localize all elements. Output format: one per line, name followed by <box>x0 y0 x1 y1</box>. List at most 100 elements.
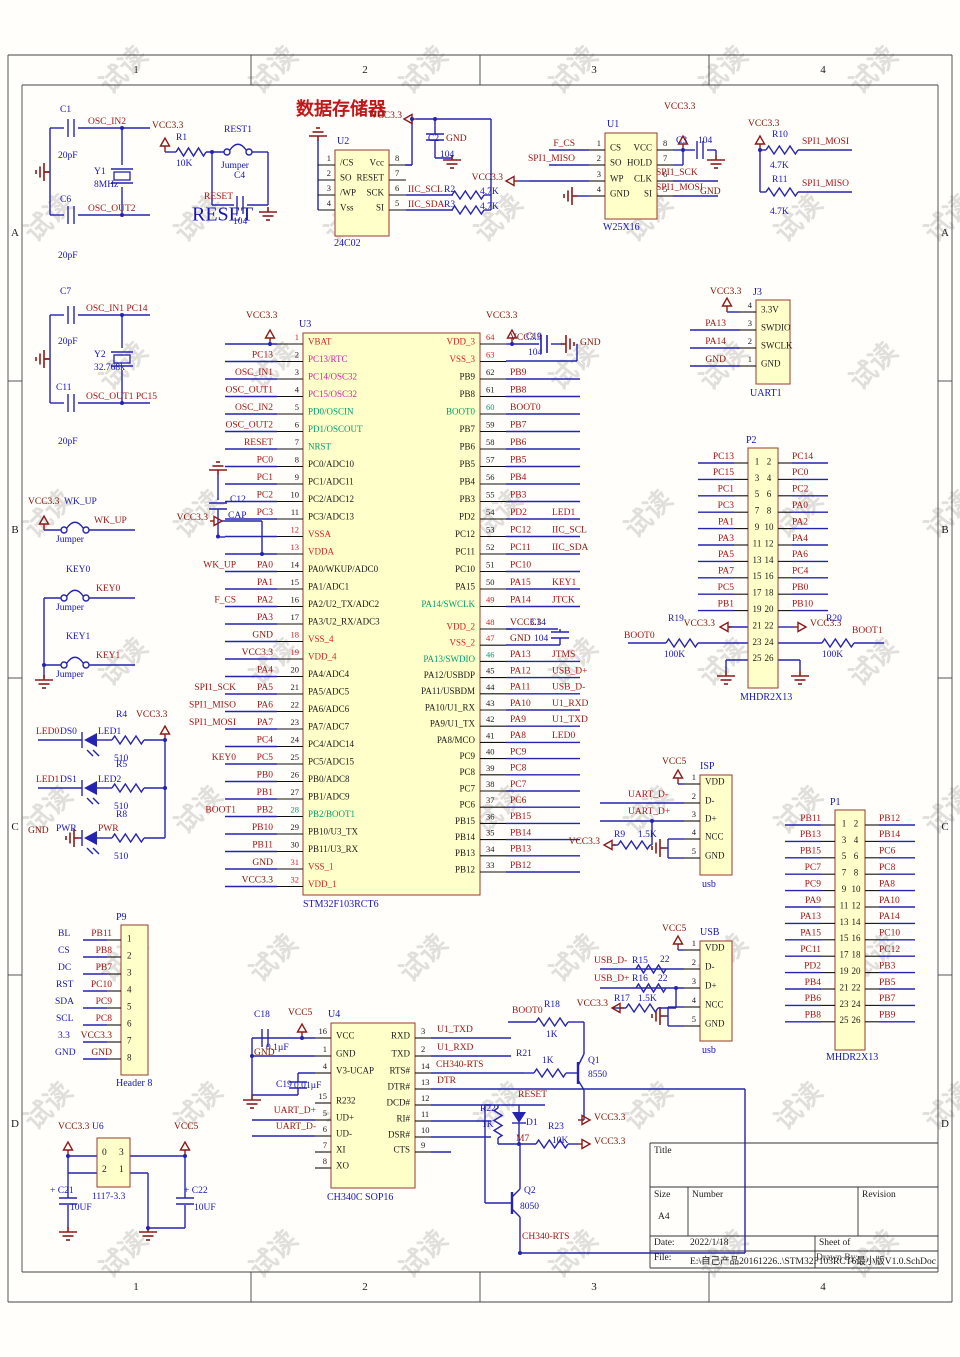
pin-name: PA10/U1_RX <box>425 702 476 712</box>
pin-number: 2 <box>692 791 696 801</box>
led-icon <box>84 831 97 845</box>
pin-name: R232 <box>336 1095 356 1105</box>
pin-number: 14 <box>852 917 862 927</box>
ic-p2-body <box>747 447 779 689</box>
ic-refdes: P9 <box>116 912 127 923</box>
pin-number: 9 <box>295 472 299 482</box>
net-label: USB_D+ <box>594 974 629 984</box>
designator-label: LED2 <box>98 775 121 785</box>
ic-u4-body <box>330 1022 416 1189</box>
pin-name: PD2 <box>459 511 475 521</box>
designator-label: C19 <box>276 1080 292 1090</box>
power-arrow-icon <box>179 1140 191 1151</box>
pin-number: 8 <box>127 1052 132 1062</box>
power-arrow-icon <box>754 134 766 145</box>
net-label: PC11 <box>510 543 531 553</box>
designator-label: 10UF <box>194 1203 216 1213</box>
pin-number: 1 <box>327 153 331 163</box>
pin-name: PB0/ADC8 <box>308 774 350 784</box>
designator-label: C18 <box>254 1010 270 1020</box>
pin-number: 4 <box>327 198 332 208</box>
net-label: LED1 <box>552 508 575 518</box>
pin-name: D+ <box>705 813 717 823</box>
text-label: DC <box>58 963 71 973</box>
pin-name: PB7 <box>459 424 475 434</box>
pin-number: 2 <box>854 818 859 828</box>
pin-number: 2 <box>748 336 752 346</box>
net-label: SPI1_MOSI <box>189 718 236 728</box>
text-label: 3 <box>119 1148 124 1158</box>
frame-col-label: 2 <box>362 1281 368 1293</box>
net-label: RESET <box>204 192 233 202</box>
power-label: VCC5 <box>662 757 687 767</box>
pin-name: PC8 <box>459 767 475 777</box>
net-label: PWR <box>98 824 119 834</box>
net-label: PA2 <box>257 595 273 605</box>
power-label: GND <box>700 187 721 197</box>
pin-number: 5 <box>663 184 667 194</box>
watermark-text: 试读 <box>244 929 303 988</box>
watermark-text: 试读 <box>769 189 828 248</box>
pin-name: VSS_3 <box>449 354 475 364</box>
pin-number: 4 <box>692 995 697 1005</box>
pin-number: 6 <box>127 1018 132 1028</box>
net-label: PC14 <box>792 452 813 462</box>
designator-label: U6 <box>92 1122 104 1132</box>
pin-number: 2 <box>127 950 132 960</box>
pin-number: 1 <box>692 938 696 948</box>
net-label: UART_D+ <box>274 1106 316 1116</box>
pin-name: D- <box>705 961 715 971</box>
pin-name: Vcc <box>370 157 385 167</box>
ic-u6-body <box>96 1137 131 1188</box>
pin-number: 5 <box>692 846 696 856</box>
net-label: BOOT0 <box>512 1006 543 1016</box>
net-label: M7 <box>516 1134 529 1144</box>
net-label: PA5 <box>718 550 734 560</box>
file-label: File: <box>654 1253 672 1263</box>
jumper-icon <box>223 148 231 156</box>
pin-number: 48 <box>486 617 495 627</box>
jumper-icon <box>82 594 90 602</box>
pin-name: PB9 <box>459 371 475 381</box>
designator-label: LED1 <box>98 727 121 737</box>
pin-name: TXD <box>392 1048 411 1058</box>
pin-number: 1 <box>295 332 299 342</box>
net-label: PA11 <box>510 683 531 693</box>
power-label: VCC5 <box>288 1008 313 1018</box>
net-label: PA14 <box>705 337 726 347</box>
resistor-symbol <box>451 204 485 216</box>
pin-number: 12 <box>421 1093 430 1103</box>
jumper-icon <box>60 526 68 534</box>
watermark-text: 试读 <box>394 1225 453 1284</box>
ic-refdes: USB <box>700 927 720 938</box>
pin-name: PA13/SWDIO <box>423 654 475 664</box>
designator-label: Jumper <box>221 161 250 171</box>
net-label: PA14 <box>510 595 531 605</box>
pin-number: 13 <box>840 917 850 927</box>
net-label: CH340-RTS <box>522 1232 569 1242</box>
pin-name: XI <box>336 1144 346 1154</box>
ic-partname: STM32F103RCT6 <box>303 899 379 910</box>
pin-number: 14 <box>421 1061 430 1071</box>
pin-number: 36 <box>486 811 495 821</box>
drawn-label: Drawn By: <box>816 1253 858 1263</box>
pin-number: 22 <box>291 699 300 709</box>
pin-number: 52 <box>486 542 495 552</box>
watermark-text: 试读 <box>0 41 3 100</box>
designator-label: + C22 <box>184 1186 208 1196</box>
size-value: A4 <box>658 1212 670 1222</box>
date-label: Date: <box>654 1238 675 1248</box>
pin-number: 20 <box>765 604 775 614</box>
net-label: PA8 <box>510 731 526 741</box>
pin-name: BOOT0 <box>446 406 475 416</box>
resistor-symbol <box>175 146 207 158</box>
pin-number: 24 <box>852 999 862 1009</box>
designator-label: 20pF <box>58 437 78 447</box>
pin-number: 5 <box>755 489 760 499</box>
junction-dot <box>120 126 124 130</box>
net-label: KEY1 <box>96 651 121 661</box>
net-label: U1_RXD <box>437 1043 474 1053</box>
power-arrow-icon <box>797 621 808 633</box>
frame-row-label: C <box>941 821 948 833</box>
net-label: PA14 <box>879 912 900 922</box>
